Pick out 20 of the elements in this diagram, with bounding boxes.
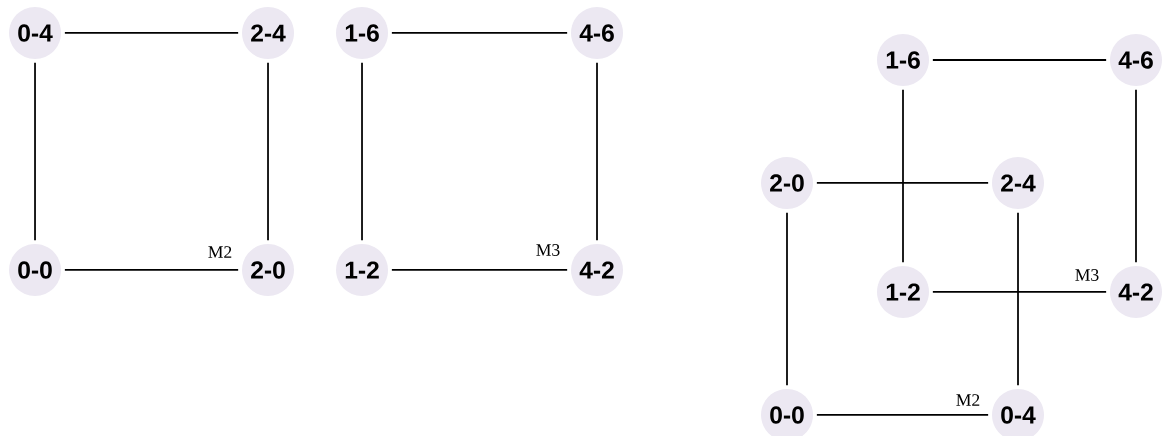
connector-line [391, 32, 569, 34]
connector-line [391, 269, 569, 271]
connector-line [816, 182, 989, 184]
mesh-label: M3 [534, 242, 562, 258]
connector-line [267, 62, 269, 241]
connector-line [932, 291, 1107, 293]
connector-line [1017, 212, 1019, 386]
connector-line [64, 269, 240, 271]
mesh-label: M2 [206, 244, 234, 260]
connector-line [596, 62, 598, 241]
connector-line [902, 88, 904, 263]
connector-line [1135, 88, 1137, 263]
mesh-label: M3 [1073, 267, 1101, 283]
connector-line [816, 414, 989, 416]
connector-line [786, 212, 788, 386]
mesh-label: M2 [954, 392, 982, 408]
connector-line [34, 62, 36, 241]
connector-line [932, 59, 1107, 61]
connector-line [64, 32, 240, 34]
connector-line [361, 62, 363, 241]
